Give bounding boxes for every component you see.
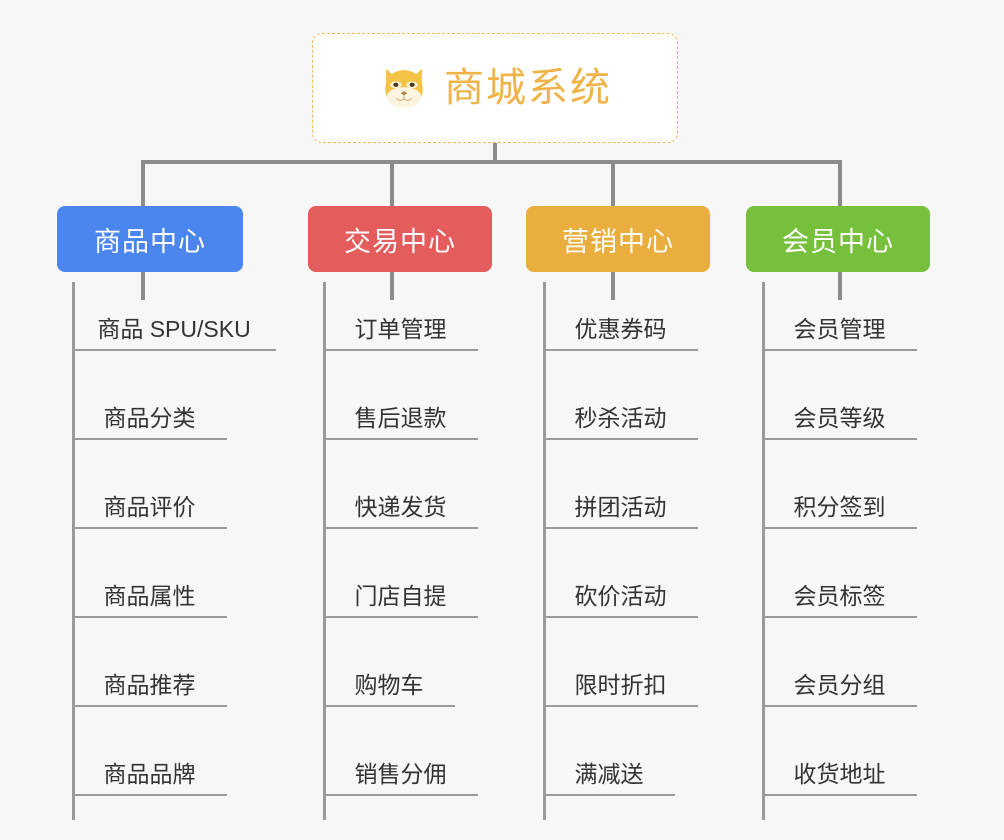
- leaf-item-1-4[interactable]: 商品属性: [72, 572, 227, 618]
- leaf-item-4-6[interactable]: 收货地址: [762, 750, 917, 796]
- category-header-1[interactable]: 商品中心: [57, 206, 243, 272]
- root-title: 商城系统: [444, 66, 612, 110]
- connector-drop-4: [838, 160, 842, 206]
- leaf-item-4-1[interactable]: 会员管理: [762, 305, 917, 351]
- trunk-line-2: [323, 282, 326, 820]
- leaf-item-2-5[interactable]: 购物车: [323, 661, 455, 707]
- shiba-dog-icon: [385, 68, 423, 108]
- leaf-item-4-5[interactable]: 会员分组: [762, 661, 917, 707]
- connector-header-2-to-trunk: [390, 272, 394, 300]
- leaf-item-2-6[interactable]: 销售分佣: [323, 750, 478, 796]
- leaf-item-4-2[interactable]: 会员等级: [762, 394, 917, 440]
- connector-drop-1: [141, 160, 145, 206]
- leaf-item-3-1[interactable]: 优惠券码: [543, 305, 698, 351]
- connector-root-stem: [493, 143, 497, 163]
- leaf-item-3-5[interactable]: 限时折扣: [543, 661, 698, 707]
- category-header-3[interactable]: 营销中心: [526, 206, 710, 272]
- leaf-item-3-2[interactable]: 秒杀活动: [543, 394, 698, 440]
- connector-drop-2: [390, 160, 394, 206]
- leaf-item-2-2[interactable]: 售后退款: [323, 394, 478, 440]
- leaf-item-4-4[interactable]: 会员标签: [762, 572, 917, 618]
- leaf-item-1-3[interactable]: 商品评价: [72, 483, 227, 529]
- leaf-item-1-2[interactable]: 商品分类: [72, 394, 227, 440]
- connector-horizontal-bus: [141, 160, 841, 164]
- root-node[interactable]: 商城系统: [312, 33, 678, 143]
- trunk-line-1: [72, 282, 75, 820]
- leaf-item-1-1[interactable]: 商品 SPU/SKU: [72, 305, 276, 351]
- leaf-item-2-4[interactable]: 门店自提: [323, 572, 478, 618]
- leaf-item-2-3[interactable]: 快递发货: [323, 483, 478, 529]
- leaf-item-1-6[interactable]: 商品品牌: [72, 750, 227, 796]
- leaf-item-3-3[interactable]: 拼团活动: [543, 483, 698, 529]
- category-header-4[interactable]: 会员中心: [746, 206, 930, 272]
- connector-header-3-to-trunk: [611, 272, 615, 300]
- connector-header-4-to-trunk: [838, 272, 842, 300]
- leaf-item-2-1[interactable]: 订单管理: [323, 305, 478, 351]
- leaf-item-3-6[interactable]: 满减送: [543, 750, 675, 796]
- trunk-line-3: [543, 282, 546, 820]
- connector-header-1-to-trunk: [141, 272, 145, 300]
- leaf-item-3-4[interactable]: 砍价活动: [543, 572, 698, 618]
- trunk-line-4: [762, 282, 765, 820]
- leaf-item-4-3[interactable]: 积分签到: [762, 483, 917, 529]
- category-header-2[interactable]: 交易中心: [308, 206, 492, 272]
- connector-drop-3: [611, 160, 615, 206]
- leaf-item-1-5[interactable]: 商品推荐: [72, 661, 227, 707]
